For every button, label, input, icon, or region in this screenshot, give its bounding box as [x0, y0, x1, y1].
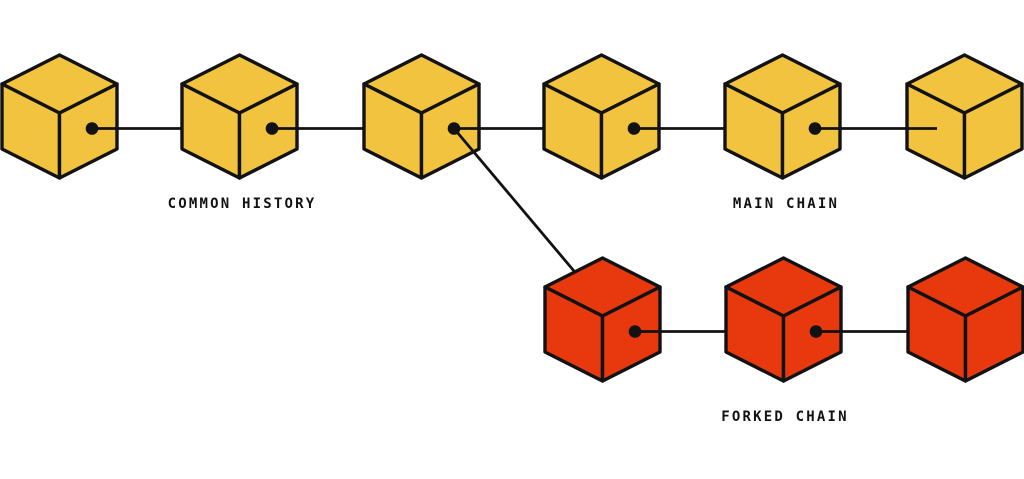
link-fork-diagonal: [452, 127, 576, 272]
forked-chain: [543, 256, 1024, 383]
link-dots: [85, 122, 823, 338]
main-chain-label: MAIN CHAIN: [733, 196, 839, 212]
link-dot-main-4: [627, 122, 641, 135]
main-chain: [0, 53, 1024, 180]
chain-links: [92, 127, 937, 333]
cube-right-face: [963, 285, 1024, 383]
main-block-4: [542, 53, 661, 180]
main-block-6: [905, 53, 1024, 180]
main-block-5: [723, 53, 842, 180]
main-block-2: [180, 53, 299, 180]
cube-right-face: [962, 82, 1024, 180]
forked-block-1: [543, 256, 662, 383]
common-history-label: COMMON HISTORY: [168, 196, 317, 212]
main-block-3-fork-point: [362, 53, 481, 180]
forked-block-3: [906, 256, 1024, 383]
link-dot-main-5: [808, 122, 822, 135]
link-dot-main-3: [447, 122, 461, 135]
forked-chain-label: FORKED CHAIN: [721, 409, 849, 425]
link-dot-main-2: [265, 122, 279, 135]
link-dot-forked-1: [628, 325, 642, 338]
forked-block-2: [724, 256, 843, 383]
link-dot-main-1: [85, 122, 99, 135]
link-dot-forked-2: [809, 325, 823, 338]
main-block-1: [0, 53, 119, 180]
